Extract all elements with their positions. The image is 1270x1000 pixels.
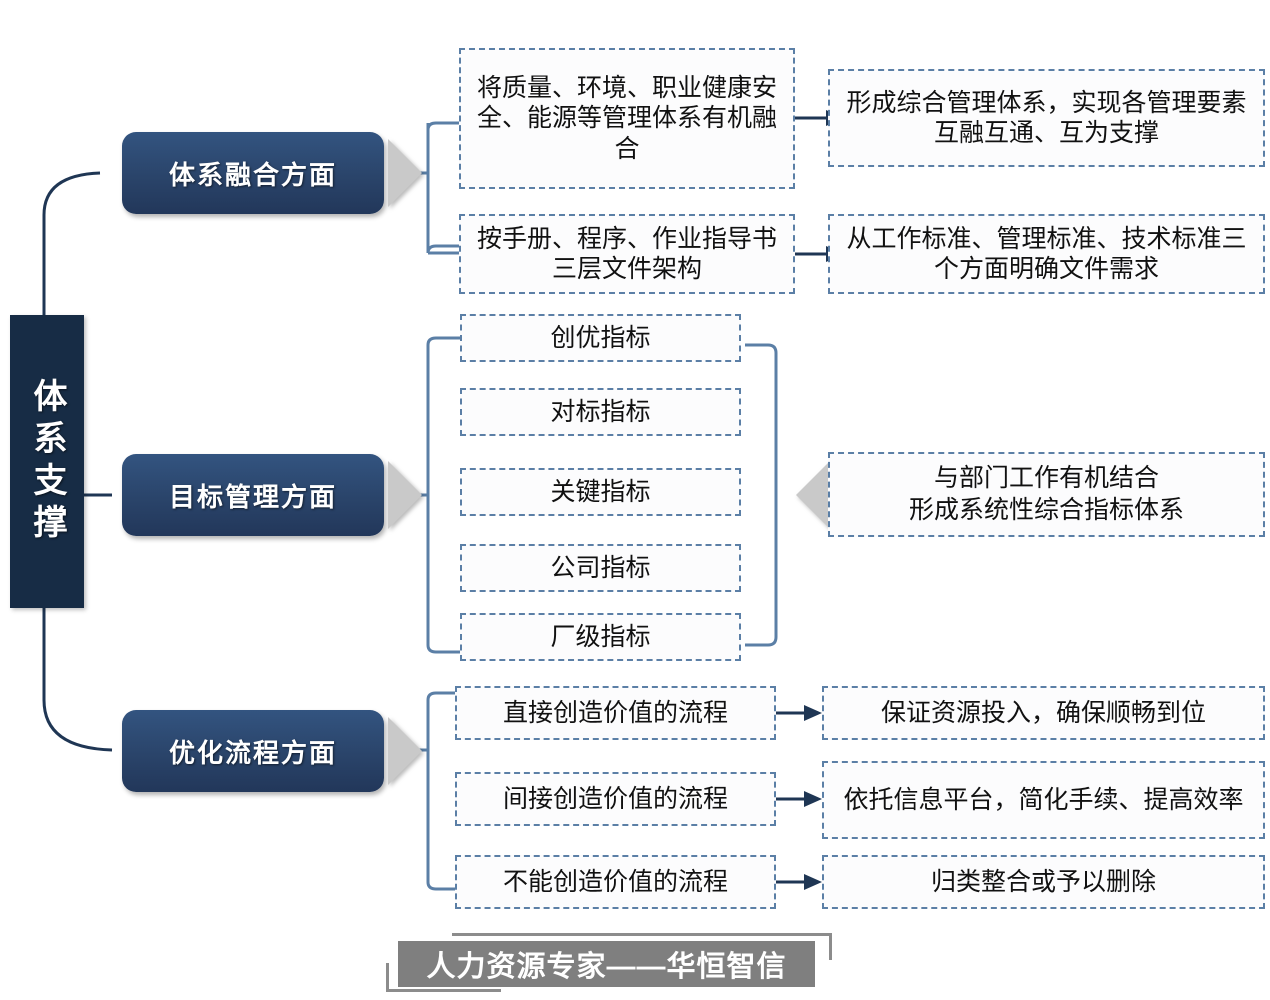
footer-bracket-bottom: [386, 963, 501, 992]
outcome-box-integration-2[interactable]: 从工作标准、管理标准、技术标准三个方面明确文件需求: [828, 214, 1265, 294]
arrow-triangle-icon-goal-outcome: [796, 457, 834, 533]
process-box-2[interactable]: 间接创造价值的流程: [455, 772, 776, 826]
outcome-box-goal-management[interactable]: 与部门工作有机结合 形成系统性综合指标体系: [828, 452, 1265, 537]
indicator-box-2[interactable]: 对标指标: [460, 388, 741, 436]
stage-label-goal-management: 目标管理方面: [168, 481, 337, 512]
indicator-box-2-text: 对标指标: [550, 397, 651, 426]
indicator-box-1-text: 创优指标: [550, 323, 651, 352]
indicator-box-3-text: 关键指标: [550, 477, 651, 506]
process-box-1[interactable]: 直接创造价值的流程: [455, 686, 776, 740]
footer-banner-text: 人力资源专家——华恒智信: [426, 951, 787, 983]
stage-box-system-integration[interactable]: 体系融合方面: [122, 132, 384, 214]
process-box-1-text: 直接创造价值的流程: [502, 698, 728, 727]
footer-banner: 人力资源专家——华恒智信: [398, 941, 815, 987]
spine-panel: 体系支撑: [10, 315, 84, 608]
detail-box-integration-1-text: 将质量、环境、职业健康安全、能源等管理体系有机融合: [476, 73, 777, 163]
process-outcome-box-1[interactable]: 保证资源投入，确保顺畅到位: [822, 686, 1265, 740]
process-outcome-box-3-text: 归类整合或予以删除: [930, 867, 1156, 896]
indicator-box-3[interactable]: 关键指标: [460, 468, 741, 516]
stage-label-process-optimization: 优化流程方面: [168, 737, 337, 768]
indicator-box-4[interactable]: 公司指标: [460, 544, 741, 592]
outcome-box-integration-1[interactable]: 形成综合管理体系，实现各管理要素互融互通、互为支撑: [828, 69, 1265, 167]
footer-bracket-top: [452, 933, 832, 960]
indicator-box-5[interactable]: 厂级指标: [460, 613, 741, 661]
outcome-box-integration-1-text: 形成综合管理体系，实现各管理要素互融互通、互为支撑: [846, 88, 1247, 148]
stage-label-system-integration: 体系融合方面: [168, 159, 337, 190]
process-outcome-box-1-text: 保证资源投入，确保顺畅到位: [880, 698, 1206, 727]
detail-box-integration-2[interactable]: 按手册、程序、作业指导书三层文件架构: [459, 214, 795, 294]
indicator-box-1[interactable]: 创优指标: [460, 314, 741, 362]
spine-label: 体系支撑: [28, 377, 66, 546]
stage-box-goal-management[interactable]: 目标管理方面: [122, 454, 384, 536]
arrow-triangle-icon-system-integration: [388, 139, 422, 207]
outcome-box-goal-line-2: 形成系统性综合指标体系: [908, 495, 1184, 524]
process-box-2-text: 间接创造价值的流程: [502, 784, 728, 813]
process-box-3[interactable]: 不能创造价值的流程: [455, 855, 776, 909]
outcome-box-goal-line-1: 与部门工作有机结合: [933, 464, 1159, 493]
arrow-triangle-icon-process-optimization: [388, 717, 422, 785]
indicator-box-5-text: 厂级指标: [550, 622, 651, 651]
detail-box-integration-2-text: 按手册、程序、作业指导书三层文件架构: [476, 224, 777, 284]
arrow-triangle-icon-goal-management: [388, 461, 422, 529]
stage-box-process-optimization[interactable]: 优化流程方面: [122, 710, 384, 792]
process-outcome-box-2[interactable]: 依托信息平台，简化手续、提高效率: [822, 761, 1265, 839]
detail-box-integration-1[interactable]: 将质量、环境、职业健康安全、能源等管理体系有机融合: [459, 48, 795, 189]
process-outcome-box-3[interactable]: 归类整合或予以删除: [822, 855, 1265, 909]
process-box-3-text: 不能创造价值的流程: [502, 867, 728, 896]
process-outcome-box-2-text: 依托信息平台，简化手续、提高效率: [843, 785, 1244, 814]
indicator-box-4-text: 公司指标: [550, 553, 651, 582]
outcome-box-integration-2-text: 从工作标准、管理标准、技术标准三个方面明确文件需求: [846, 224, 1247, 284]
